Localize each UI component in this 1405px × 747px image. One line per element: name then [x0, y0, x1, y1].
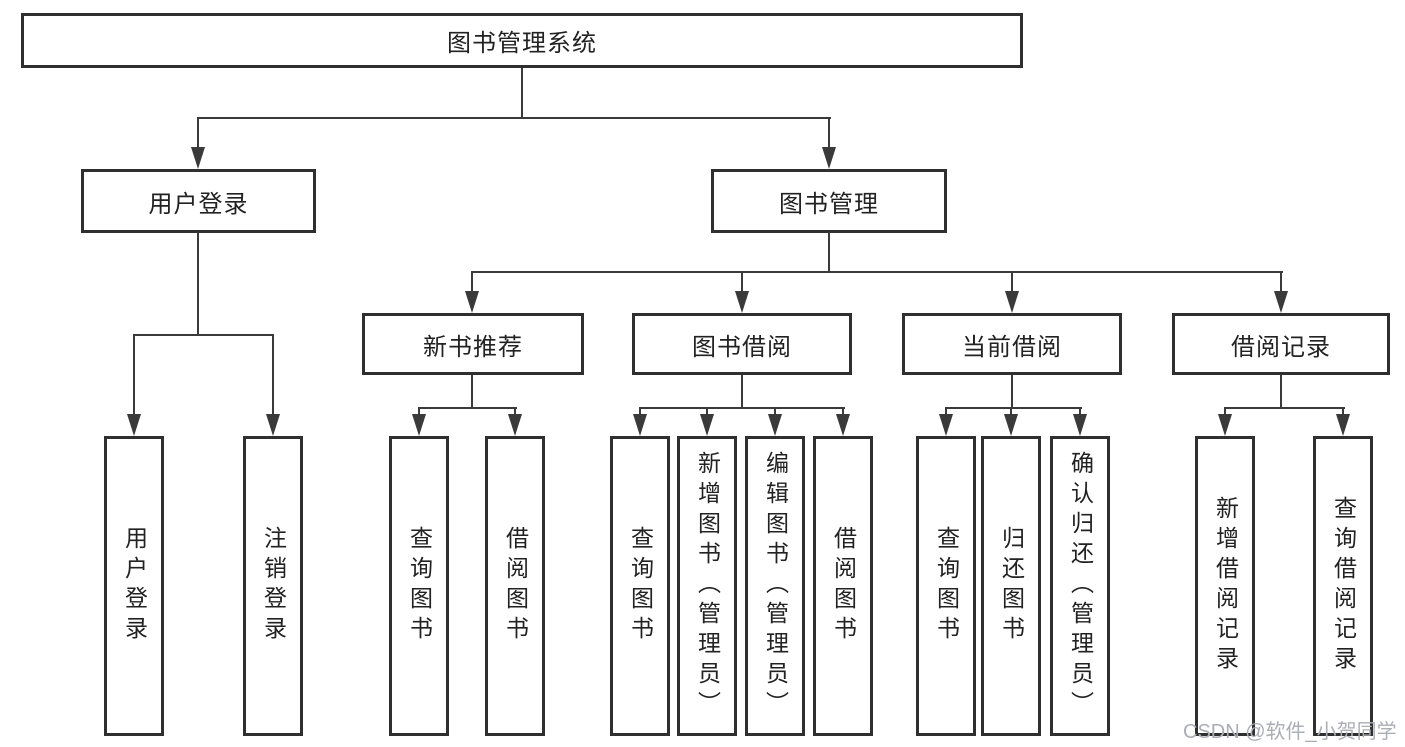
leaf-label: 查询图书: [406, 526, 433, 646]
node-new-book-recommendation: 新书推荐: [362, 313, 584, 375]
connector-line: [133, 334, 135, 415]
arrowhead-down-icon: [836, 414, 850, 436]
node-label: 图书管理: [779, 190, 879, 218]
connector-line: [1280, 271, 1282, 293]
arrowhead-down-icon: [735, 291, 749, 313]
leaf-borrow-books: 借阅图书: [485, 436, 545, 736]
arrowhead-down-icon: [1004, 414, 1018, 436]
leaf-edit-books-admin: 编辑图书（管理员）: [745, 436, 805, 736]
leaf-label: 新增图书（管理员）: [694, 451, 721, 721]
leaf-query-books: 查询图书: [610, 436, 670, 736]
connector-line: [741, 375, 743, 408]
leaf-label: 用户登录: [121, 526, 148, 646]
leaf-query-borrow-record: 查询借阅记录: [1313, 436, 1373, 736]
connector-line: [828, 232, 830, 273]
leaf-confirm-return-admin: 确认归还（管理员）: [1050, 436, 1110, 736]
node-borrowing-records: 借阅记录: [1172, 313, 1390, 375]
leaf-return-books: 归还图书: [981, 436, 1041, 736]
arrowhead-down-icon: [633, 414, 647, 436]
connector-line: [706, 407, 708, 417]
arrowhead-down-icon: [465, 291, 479, 313]
node-label: 图书借阅: [692, 333, 792, 361]
leaf-label: 借阅图书: [502, 526, 529, 646]
node-label: 用户登录: [148, 190, 249, 218]
connector-line: [1011, 271, 1013, 293]
node-label: 新书推荐: [423, 333, 523, 361]
arrowhead-down-icon: [1073, 414, 1087, 436]
connector-line: [471, 375, 473, 408]
connector-line: [197, 232, 199, 335]
connector-line: [828, 117, 830, 148]
arrowhead-down-icon: [822, 147, 836, 169]
leaf-label: 新增借阅记录: [1212, 496, 1239, 676]
arrowhead-down-icon: [1005, 291, 1019, 313]
arrowhead-down-icon: [939, 414, 953, 436]
connector-line: [1224, 407, 1226, 417]
leaf-label: 查询借阅记录: [1330, 496, 1357, 676]
leaf-label: 归还图书: [998, 526, 1025, 646]
node-user-login: 用户登录: [81, 169, 316, 233]
connector-line: [197, 117, 199, 148]
connector-line: [521, 68, 523, 118]
connector-line: [1280, 375, 1282, 408]
connector-line: [197, 117, 831, 119]
leaf-add-books-admin: 新增图书（管理员）: [677, 436, 737, 736]
connector-line: [1342, 407, 1344, 417]
leaf-label: 查询图书: [627, 526, 654, 646]
connector-line: [1224, 407, 1345, 409]
connector-line: [639, 407, 641, 417]
leaf-label: 确认归还（管理员）: [1067, 451, 1094, 721]
leaf-borrow-books: 借阅图书: [813, 436, 873, 736]
connector-line: [741, 271, 743, 293]
leaf-logout: 注销登录: [243, 436, 303, 736]
connector-line: [418, 407, 420, 417]
node-label: 图书管理系统: [447, 30, 597, 57]
arrowhead-down-icon: [127, 414, 141, 436]
node-current-borrowing: 当前借阅: [902, 313, 1122, 375]
arrowhead-down-icon: [1218, 414, 1232, 436]
arrowhead-down-icon: [1274, 291, 1288, 313]
connector-line: [842, 407, 844, 417]
connector-line: [133, 334, 274, 336]
arrowhead-down-icon: [508, 414, 522, 436]
connector-line: [514, 407, 516, 417]
node-book-borrowing: 图书借阅: [632, 313, 852, 375]
leaf-label: 借阅图书: [830, 526, 857, 646]
connector-line: [1079, 407, 1081, 417]
connector-line: [945, 407, 1082, 409]
node-library-management-system: 图书管理系统: [21, 13, 1023, 68]
leaf-query-books: 查询图书: [916, 436, 976, 736]
connector-line: [639, 407, 845, 409]
node-label: 当前借阅: [962, 333, 1062, 361]
connector-line: [272, 334, 274, 415]
node-book-management: 图书管理: [711, 169, 947, 233]
leaf-label: 编辑图书（管理员）: [762, 451, 789, 721]
connector-line: [418, 407, 517, 409]
arrowhead-down-icon: [266, 414, 280, 436]
watermark: CSDN @软件_小贺同学: [1183, 721, 1397, 743]
leaf-query-books: 查询图书: [389, 436, 449, 736]
leaf-user-login: 用户登录: [104, 436, 164, 736]
connector-line: [945, 407, 947, 417]
connector-line: [471, 271, 473, 293]
connector-line: [774, 407, 776, 417]
connector-line: [1010, 407, 1012, 417]
connector-line: [1011, 375, 1013, 408]
arrowhead-down-icon: [191, 147, 205, 169]
connector-line: [471, 271, 1283, 273]
leaf-add-borrow-record: 新增借阅记录: [1195, 436, 1255, 736]
node-label: 借阅记录: [1231, 333, 1331, 361]
arrowhead-down-icon: [700, 414, 714, 436]
leaf-label: 注销登录: [260, 526, 287, 646]
arrowhead-down-icon: [768, 414, 782, 436]
leaf-label: 查询图书: [933, 526, 960, 646]
arrowhead-down-icon: [412, 414, 426, 436]
arrowhead-down-icon: [1336, 414, 1350, 436]
